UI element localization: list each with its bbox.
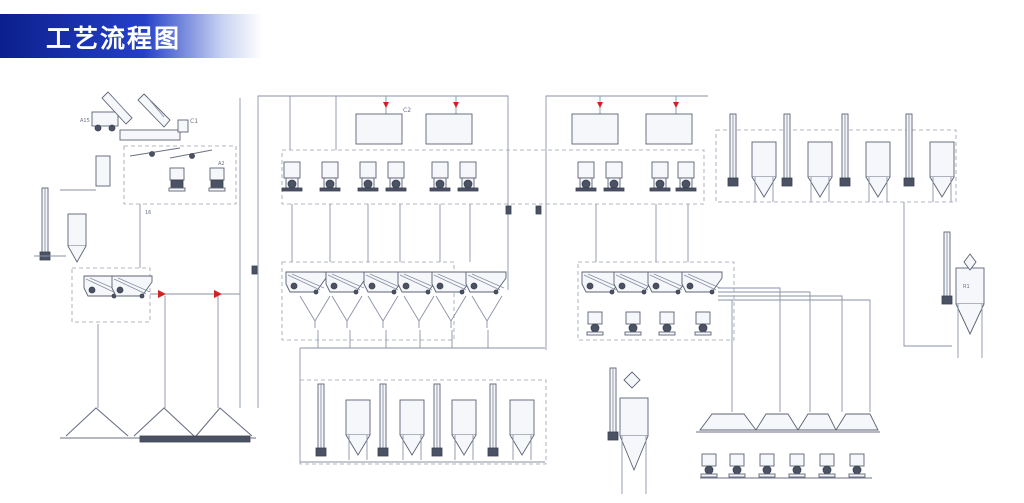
product-hopper-5 [436,296,466,328]
storage-bay-left [60,408,256,442]
packer-bottom-3 [759,454,775,477]
crusher-tag: A2 [218,161,225,167]
packer-bottom-1 [701,454,717,477]
product-hopper-2 [332,296,362,328]
bucket-elevator-r3 [840,114,850,186]
bucket-elevator-r4 [904,114,914,186]
tank-mark: R1 [963,284,970,290]
bucket-elevator-far-right [942,232,952,304]
tall-silo-center [620,372,648,494]
bucket-elevator-center [608,368,618,440]
storage-silo-r3 [866,142,890,202]
packing-unit-3 [659,312,675,335]
product-hopper-3 [368,296,398,328]
pipes-to-screens [292,204,688,262]
bucket-elevator-b3 [432,384,442,456]
packer-bottom-2 [729,454,745,477]
bucket-elevator-b1 [316,384,326,456]
storage-silo-b2 [400,400,424,460]
bin-tag-c1: C1 [190,118,198,125]
feed-conveyor-belt [130,148,212,159]
buffer-bins-c2: C2 [356,107,692,144]
packer-bottom-6 [849,454,865,477]
bucket-elevator-left [40,188,50,260]
grinding-mill-4 [386,162,406,191]
milling-section-frame [282,150,704,204]
storage-silo-b4 [510,400,534,460]
product-hopper-6 [472,296,502,328]
packing-unit-2 [625,312,641,335]
bucket-elevator-b2 [378,384,388,456]
valve-markers: 16 [145,206,541,274]
raw-material-truck [92,112,118,131]
storage-silo-b1 [346,400,370,460]
elevator-tag: A15 [80,118,90,124]
raymond-mill-2 [320,162,340,191]
storage-silo-r1 [752,142,776,202]
storage-silo-r4 [930,142,954,202]
grinding-mill-10 [676,162,696,191]
impact-crusher [209,168,225,191]
grinding-mill-9 [650,162,670,191]
bucket-elevator-b4 [488,384,498,456]
grinding-mill-7 [576,162,596,191]
bottom-packing-units [700,454,872,478]
pipe-label-16: 16 [145,210,151,216]
packer-bottom-5 [819,454,835,477]
vibrating-screen-6 [466,272,506,294]
vibrating-screen-10 [682,272,722,294]
grinding-mill-6 [458,162,478,191]
packing-unit-1 [587,312,603,335]
grinding-mill-3 [358,162,378,191]
mixing-tanks [696,414,880,432]
grinding-mill-5 [430,162,450,191]
product-pipes-left [98,98,240,408]
bucket-elevator-r1 [728,114,738,186]
raymond-mill-1 [282,162,302,191]
packer-bottom-4 [789,454,805,477]
vibrating-screen-1 [286,272,326,294]
product-hopper-4 [404,296,434,328]
product-hopper-1 [300,296,330,328]
grinding-mill-8 [604,162,624,191]
tall-silo-far-right: R1 [956,254,984,358]
vibrating-screen-left-2 [112,276,152,298]
jaw-crusher [169,168,185,191]
vibrating-screen-2 [326,272,366,294]
packing-unit-4 [695,312,711,335]
bin-tag-c2: C2 [403,107,411,114]
top-transport-pipes [258,96,708,408]
bucket-elevator-r2 [782,114,792,186]
storage-silo-b3 [452,400,476,460]
storage-silo-r2 [808,142,832,202]
